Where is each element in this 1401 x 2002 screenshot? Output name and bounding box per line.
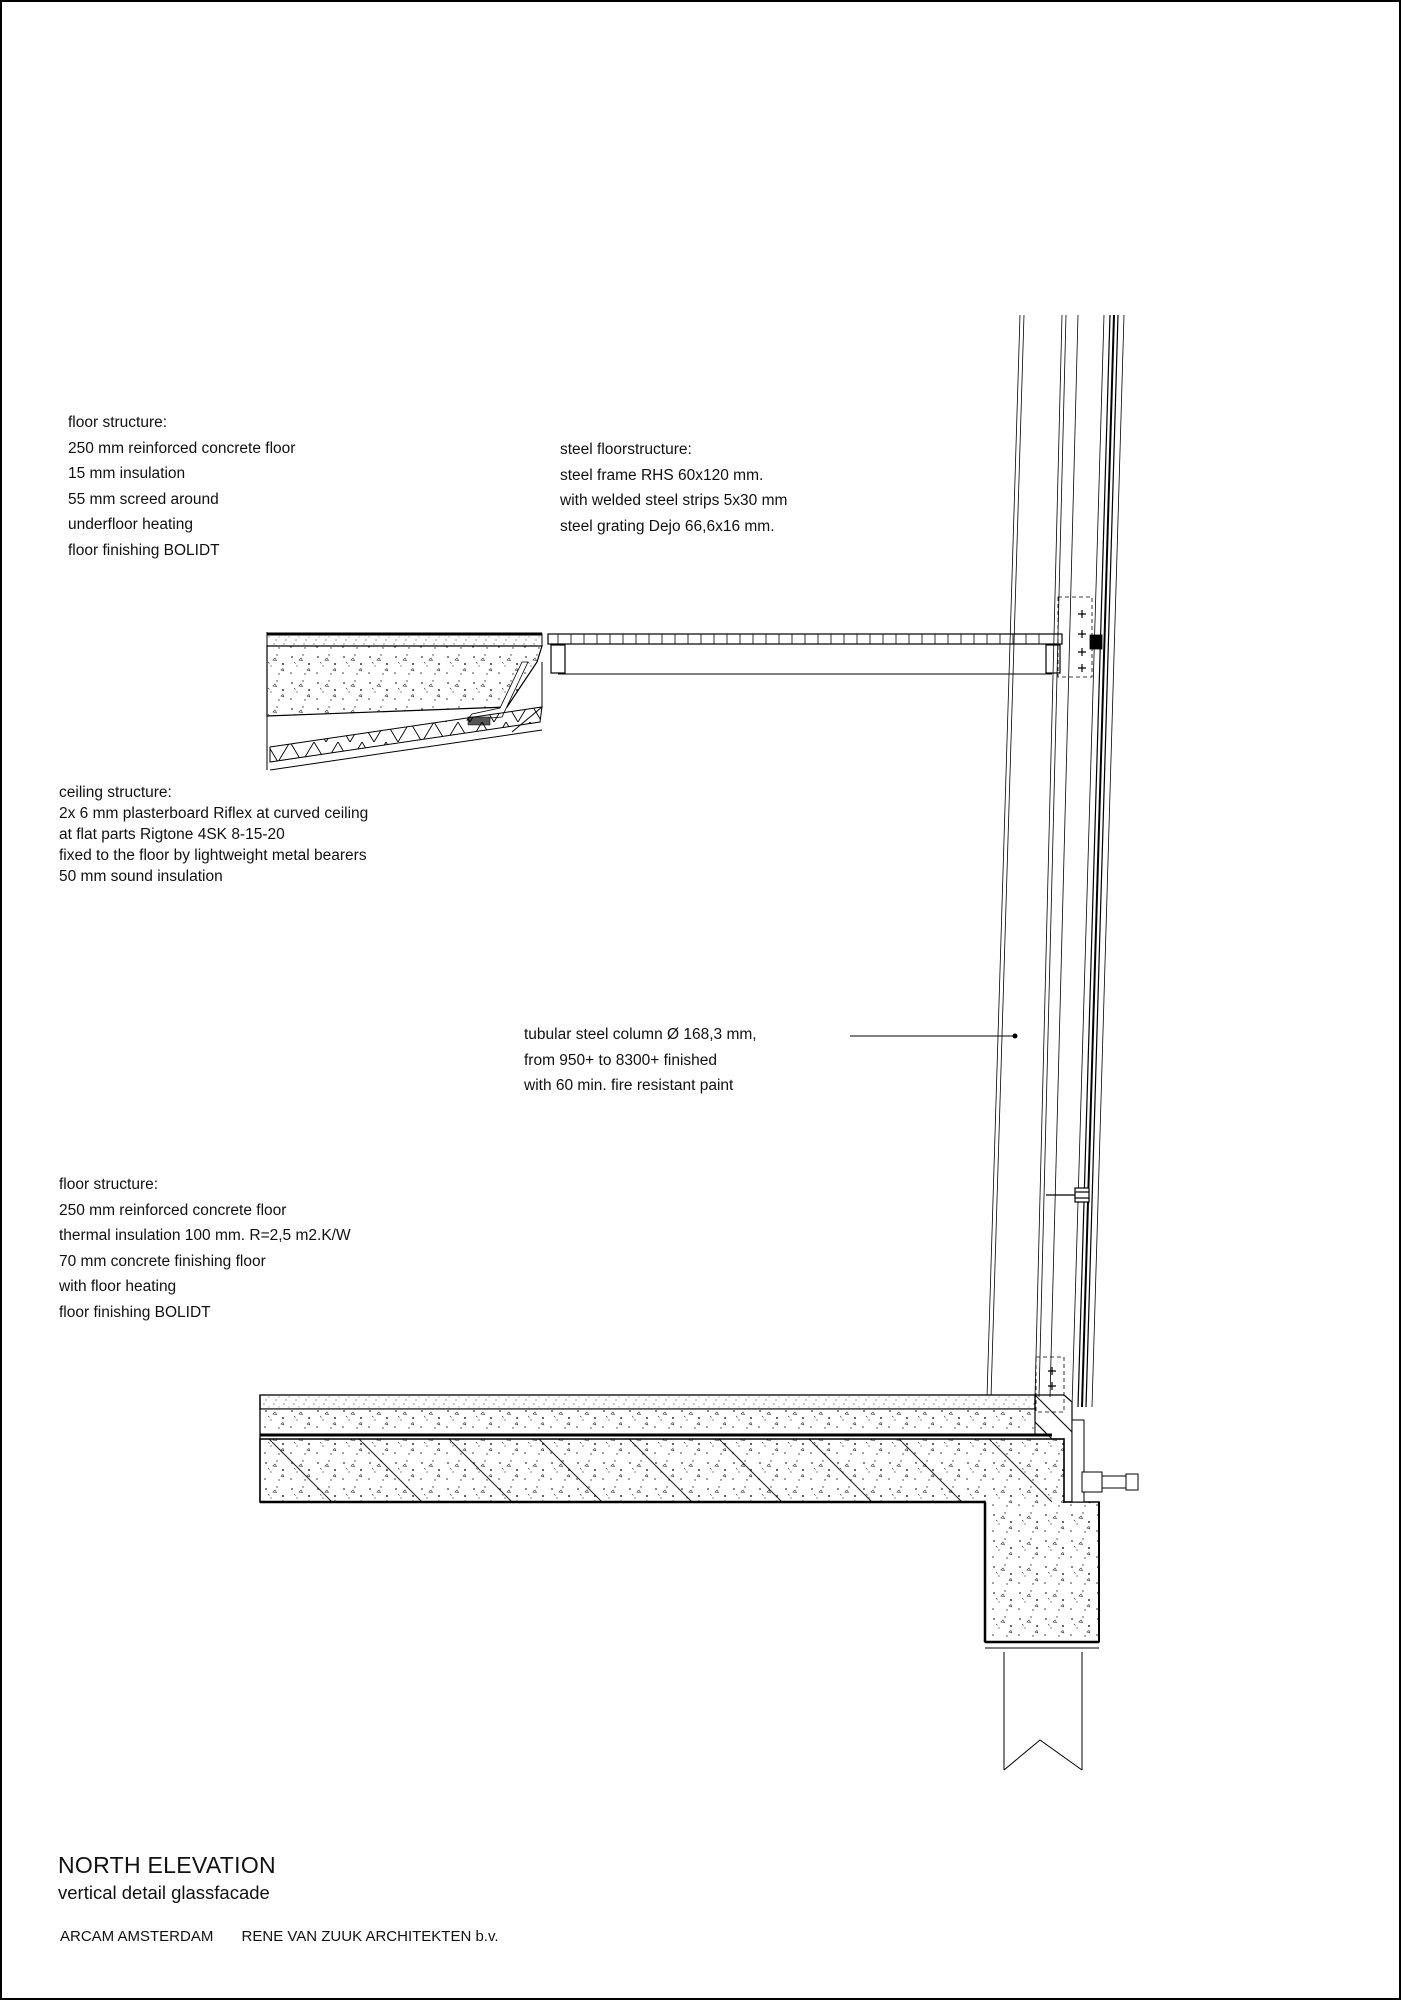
note-line: with welded steel strips 5x30 mm	[560, 492, 788, 509]
foundation-pile	[1003, 1652, 1083, 1771]
steel-column	[986, 314, 1079, 1398]
note-line: from 950+ to 8300+ finished	[524, 1051, 718, 1069]
note-line: steel frame RHS 60x120 mm.	[560, 466, 764, 484]
note-line: with 60 min. fire resistant paint	[524, 1077, 734, 1094]
note-floor-ground: floor structure: 250 mm reinforced concr…	[59, 1172, 351, 1325]
client-name: ARCAM AMSTERDAM	[60, 1928, 214, 1945]
note-line: steel grating Dejo 66,6x16 mm.	[560, 517, 775, 535]
note-line: tubular steel column Ø 168,3 mm,	[524, 1026, 757, 1043]
note-line: 250 mm reinforced concrete floor	[68, 439, 296, 457]
note-line: floor finishing BOLIDT	[59, 1303, 211, 1321]
ground-floor-slab	[259, 1394, 1139, 1649]
drawing-title: NORTH ELEVATION	[58, 1852, 276, 1878]
upper-bracket	[1057, 596, 1103, 678]
note-line: 50 mm sound insulation	[59, 868, 223, 885]
credits: ARCAM AMSTERDAM RENE VAN ZUUK ARCHITEKTE…	[60, 1928, 523, 1945]
note-line: 55 mm screed around	[68, 490, 219, 508]
note-ceiling: ceiling structure: 2x 6 mm plasterboard …	[59, 782, 368, 887]
glass-facade	[1071, 314, 1125, 1408]
grating-ribs	[557, 634, 1040, 644]
note-heading: ceiling structure:	[59, 784, 172, 801]
note-line: 2x 6 mm plasterboard Riflex at curved ce…	[59, 805, 369, 822]
note-line: 250 mm reinforced concrete floor	[59, 1201, 287, 1219]
note-heading: steel floorstructure:	[560, 441, 692, 458]
note-floor-upper: floor structure: 250 mm reinforced concr…	[68, 410, 295, 563]
note-line: with floor heating	[59, 1278, 177, 1295]
note-steel-floor: steel floorstructure: steel frame RHS 60…	[560, 437, 787, 539]
note-line: 70 mm concrete finishing floor	[59, 1252, 266, 1270]
note-heading: floor structure:	[59, 1176, 159, 1193]
upper-floor-slab	[266, 632, 543, 771]
note-heading: floor structure:	[68, 414, 168, 431]
lower-bracket	[1035, 1356, 1065, 1413]
note-column: tubular steel column Ø 168,3 mm, from 95…	[524, 1022, 757, 1099]
note-line: 15 mm insulation	[68, 465, 186, 482]
title-block: NORTH ELEVATION vertical detail glassfac…	[58, 1850, 276, 1906]
note-line: fixed to the floor by lightweight metal …	[59, 847, 367, 864]
drawing-subtitle: vertical detail glassfacade	[58, 1882, 270, 1903]
note-line: underfloor heating	[68, 516, 193, 533]
note-line: thermal insulation 100 mm. R=2,5 m2.K/W	[59, 1227, 351, 1244]
note-line: floor finishing BOLIDT	[68, 541, 220, 559]
architect-name: RENE VAN ZUUK ARCHITEKTEN b.v.	[241, 1928, 499, 1945]
note-line: at flat parts Rigtone 4SK 8-15-20	[59, 826, 285, 843]
mid-bracket	[1046, 1187, 1090, 1203]
